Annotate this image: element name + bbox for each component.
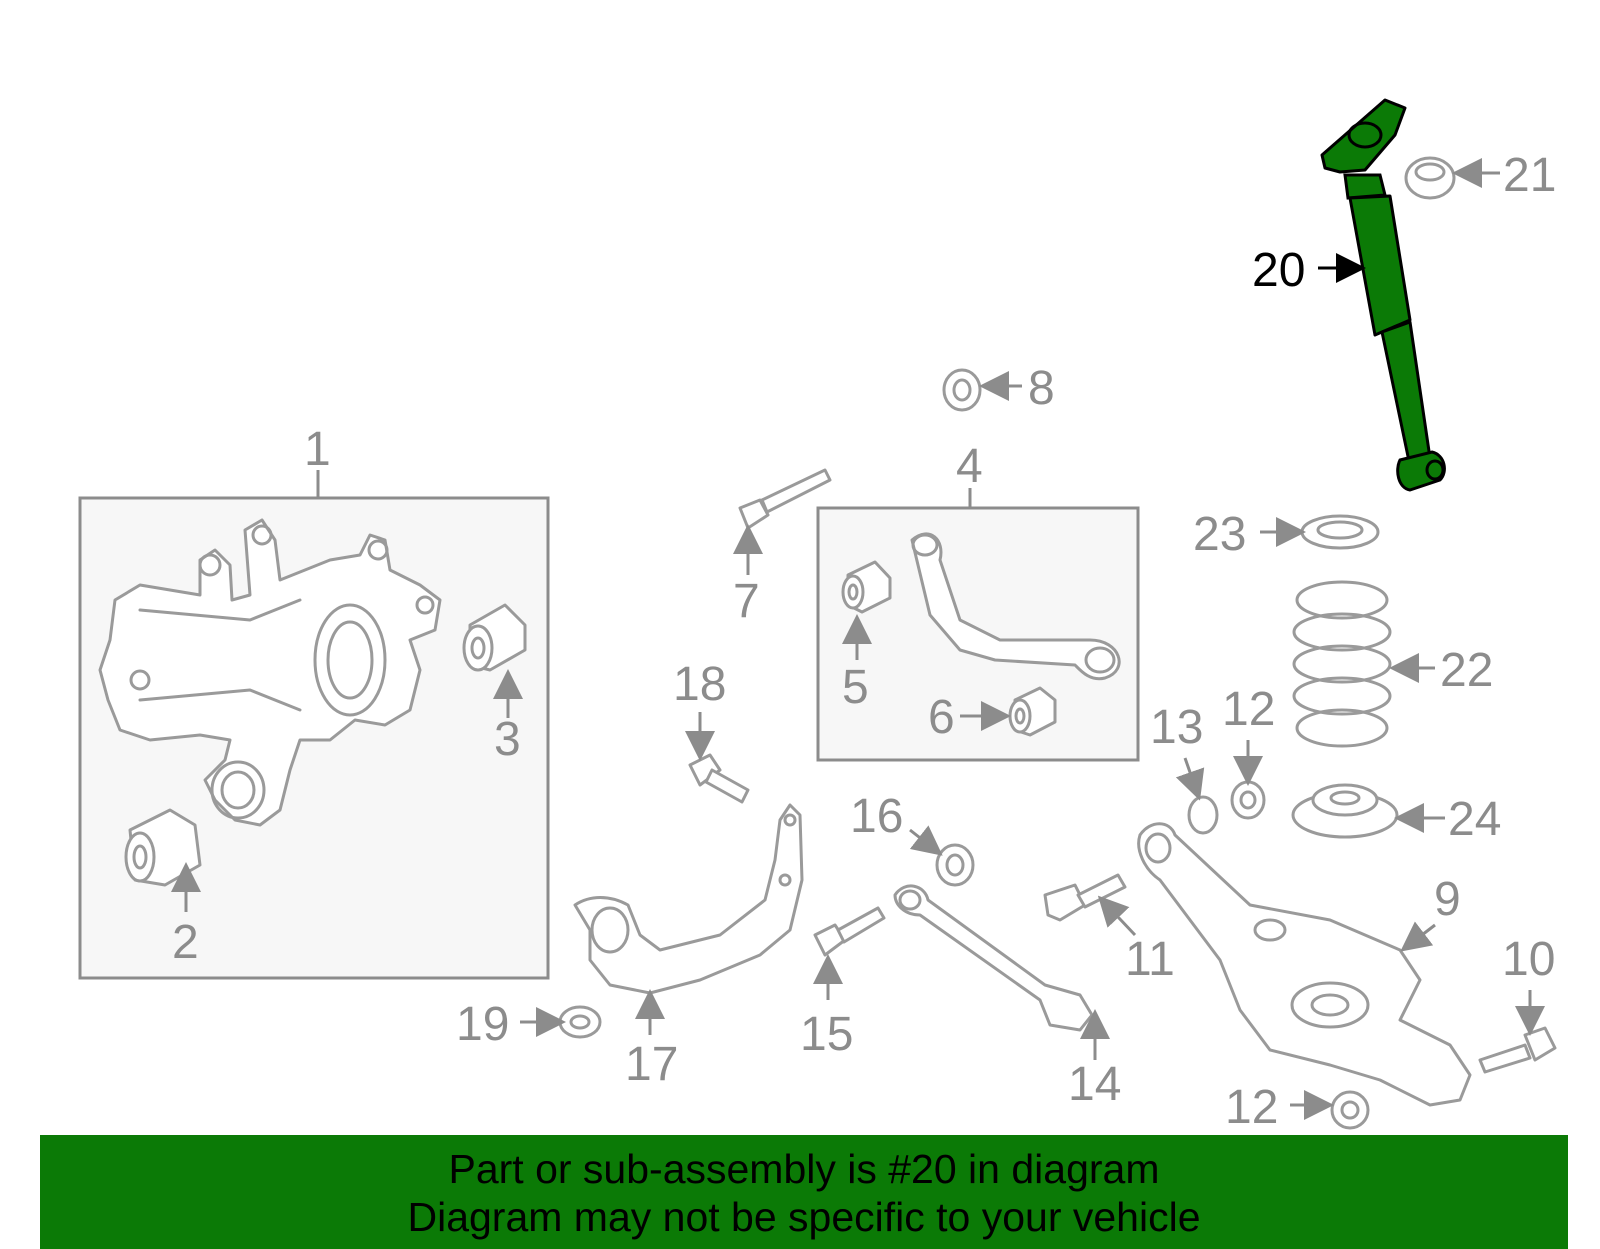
callout-23: 23 [1193, 508, 1246, 561]
callout-2: 2 [172, 916, 199, 969]
bolt-18 [688, 753, 750, 804]
nut-16 [935, 843, 975, 887]
shock-absorber-20 [1320, 98, 1446, 492]
nut-12-lower [1330, 1090, 1370, 1130]
callout-9: 9 [1434, 873, 1461, 926]
upper-arm-part [910, 532, 1121, 681]
banner-line-2: Diagram may not be specific to your vehi… [407, 1194, 1201, 1240]
upper-arm-assembly-group: 4 5 6 [816, 440, 1140, 762]
callout-12-upper: 12 [1222, 683, 1275, 736]
callout-7: 7 [733, 575, 760, 628]
callout-10: 10 [1502, 933, 1555, 986]
callout-14: 14 [1068, 1058, 1121, 1111]
callout-8: 8 [1028, 362, 1055, 415]
knuckle-part [98, 518, 442, 827]
insulator-23 [1300, 514, 1380, 550]
callout-13: 13 [1150, 701, 1203, 754]
nut-21 [1404, 156, 1456, 200]
nut-12-upper [1230, 780, 1266, 820]
banner-line-1: Part or sub-assembly is #20 in diagram [448, 1146, 1160, 1192]
callout-18: 18 [673, 658, 726, 711]
callout-12-lower: 12 [1225, 1081, 1278, 1134]
bushing-3 [462, 603, 527, 672]
bushing-6 [1008, 686, 1057, 737]
callout-6: 6 [928, 691, 955, 744]
callout-5: 5 [842, 661, 869, 714]
bushing-5 [841, 560, 892, 614]
nut-19 [558, 1005, 602, 1039]
callout-19: 19 [456, 998, 509, 1051]
callout-16: 16 [850, 790, 903, 843]
callout-20: 20 [1252, 244, 1305, 297]
bolt-7 [738, 468, 832, 530]
callout-3: 3 [494, 713, 521, 766]
callout-17: 17 [625, 1038, 678, 1091]
callout-11: 11 [1125, 933, 1175, 986]
callout-22: 22 [1440, 644, 1493, 697]
callout-4: 4 [956, 440, 983, 493]
lower-control-arm-9 [1137, 822, 1472, 1107]
coil-spring-22 [1292, 580, 1392, 748]
callout-1: 1 [304, 423, 331, 476]
ring-13 [1187, 795, 1219, 835]
lower-arm-17 [573, 803, 804, 995]
callout-24: 24 [1448, 793, 1501, 846]
callout-21: 21 [1503, 149, 1556, 202]
nut-8 [942, 368, 982, 412]
spring-seat-24 [1291, 783, 1399, 839]
bolt-11 [1043, 873, 1127, 922]
info-banner: Part or sub-assembly is #20 in diagram D… [40, 1135, 1568, 1249]
bolt-10 [1478, 1026, 1557, 1074]
knuckle-assembly-group: 1 3 2 [78, 423, 550, 980]
bolt-15 [813, 906, 886, 957]
callout-15: 15 [800, 1008, 853, 1061]
